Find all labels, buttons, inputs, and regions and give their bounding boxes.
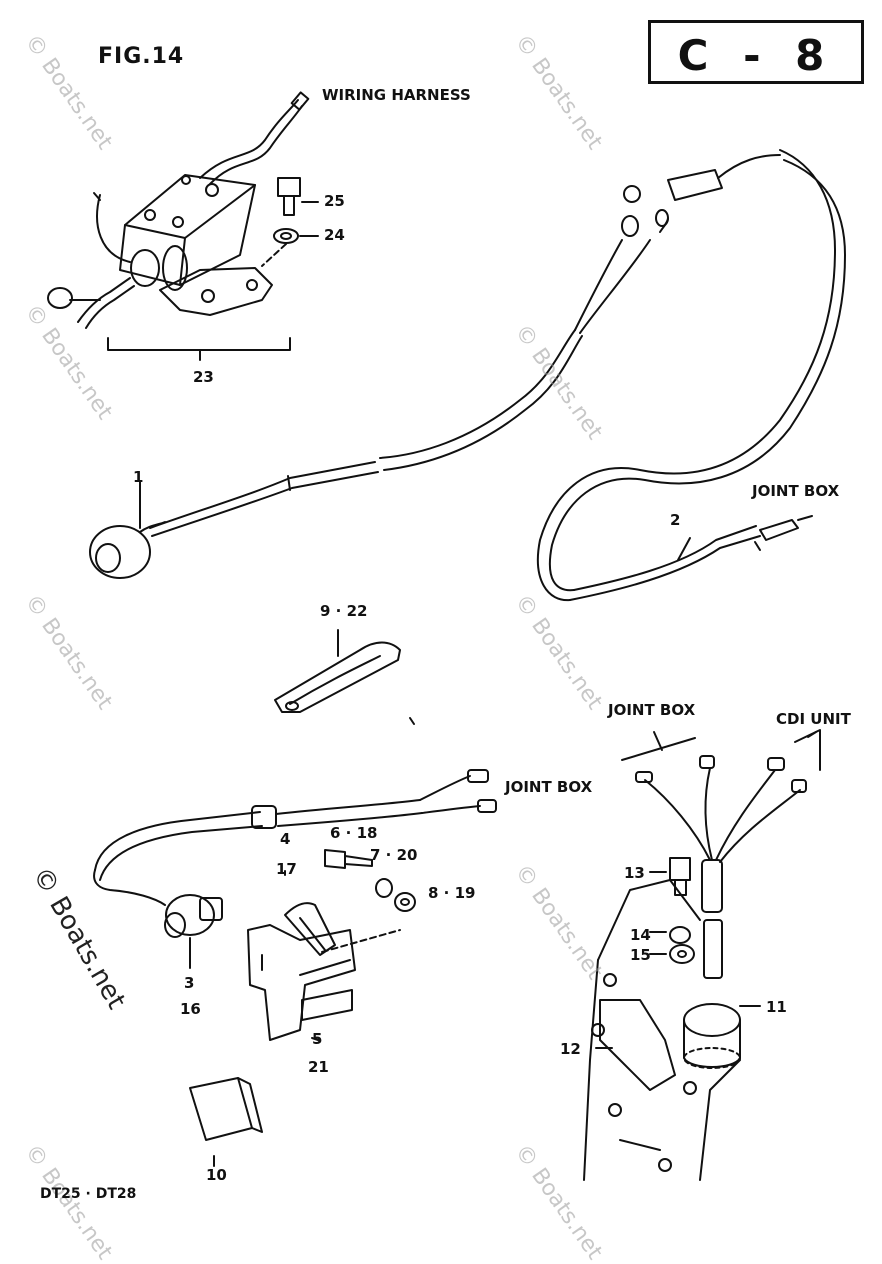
- parts-diagram: © Boats.net © Boats.net © Boats.net © Bo…: [20, 20, 864, 1264]
- model-footer: DT25 · DT28: [40, 1186, 137, 1202]
- callout-2: 2: [670, 511, 681, 529]
- callout-8-19: 8 · 19: [428, 884, 476, 902]
- label-joint-box-bottom: JOINT BOX: [608, 701, 696, 719]
- callout-5: 5: [312, 1030, 323, 1048]
- section-code-box: C - 8: [648, 20, 864, 84]
- callout-21: 21: [308, 1058, 329, 1076]
- lower-harness: [93, 769, 497, 969]
- ignition-group: [583, 729, 821, 1181]
- label-joint-box-top: JOINT BOX: [752, 482, 840, 500]
- bracket-group: [247, 849, 416, 1041]
- callout-11: 11: [766, 998, 787, 1016]
- label-cdi-unit: CDI UNIT: [776, 710, 851, 728]
- callout-25: 25: [324, 192, 345, 210]
- callout-4: 4: [280, 830, 291, 848]
- callout-24: 24: [324, 226, 345, 244]
- callout-17: 17: [276, 860, 297, 878]
- section-code: C - 8: [677, 31, 835, 80]
- callout-12: 12: [560, 1040, 581, 1058]
- callout-23: 23: [193, 368, 214, 386]
- callout-9-22: 9 · 22: [320, 602, 368, 620]
- rubber-pad: [189, 1077, 263, 1167]
- callout-10: 10: [206, 1166, 227, 1184]
- label-wiring-harness: WIRING HARNESS: [322, 86, 471, 104]
- callout-15: 15: [630, 946, 651, 964]
- callout-13: 13: [624, 864, 645, 882]
- label-joint-box-mid: JOINT BOX: [505, 778, 593, 796]
- callout-16: 16: [180, 1000, 201, 1018]
- solenoid-assembly: [47, 91, 310, 361]
- callout-3: 3: [184, 974, 195, 992]
- figure-title: FIG.14: [98, 44, 185, 69]
- main-harness: [89, 149, 846, 602]
- callout-1: 1: [133, 468, 144, 486]
- diagram-drawing: [47, 91, 846, 1181]
- callout-14: 14: [630, 926, 651, 944]
- callout-6-18: 6 · 18: [330, 824, 378, 842]
- clamp-part: [274, 629, 415, 725]
- callout-7-20: 7 · 20: [370, 846, 418, 864]
